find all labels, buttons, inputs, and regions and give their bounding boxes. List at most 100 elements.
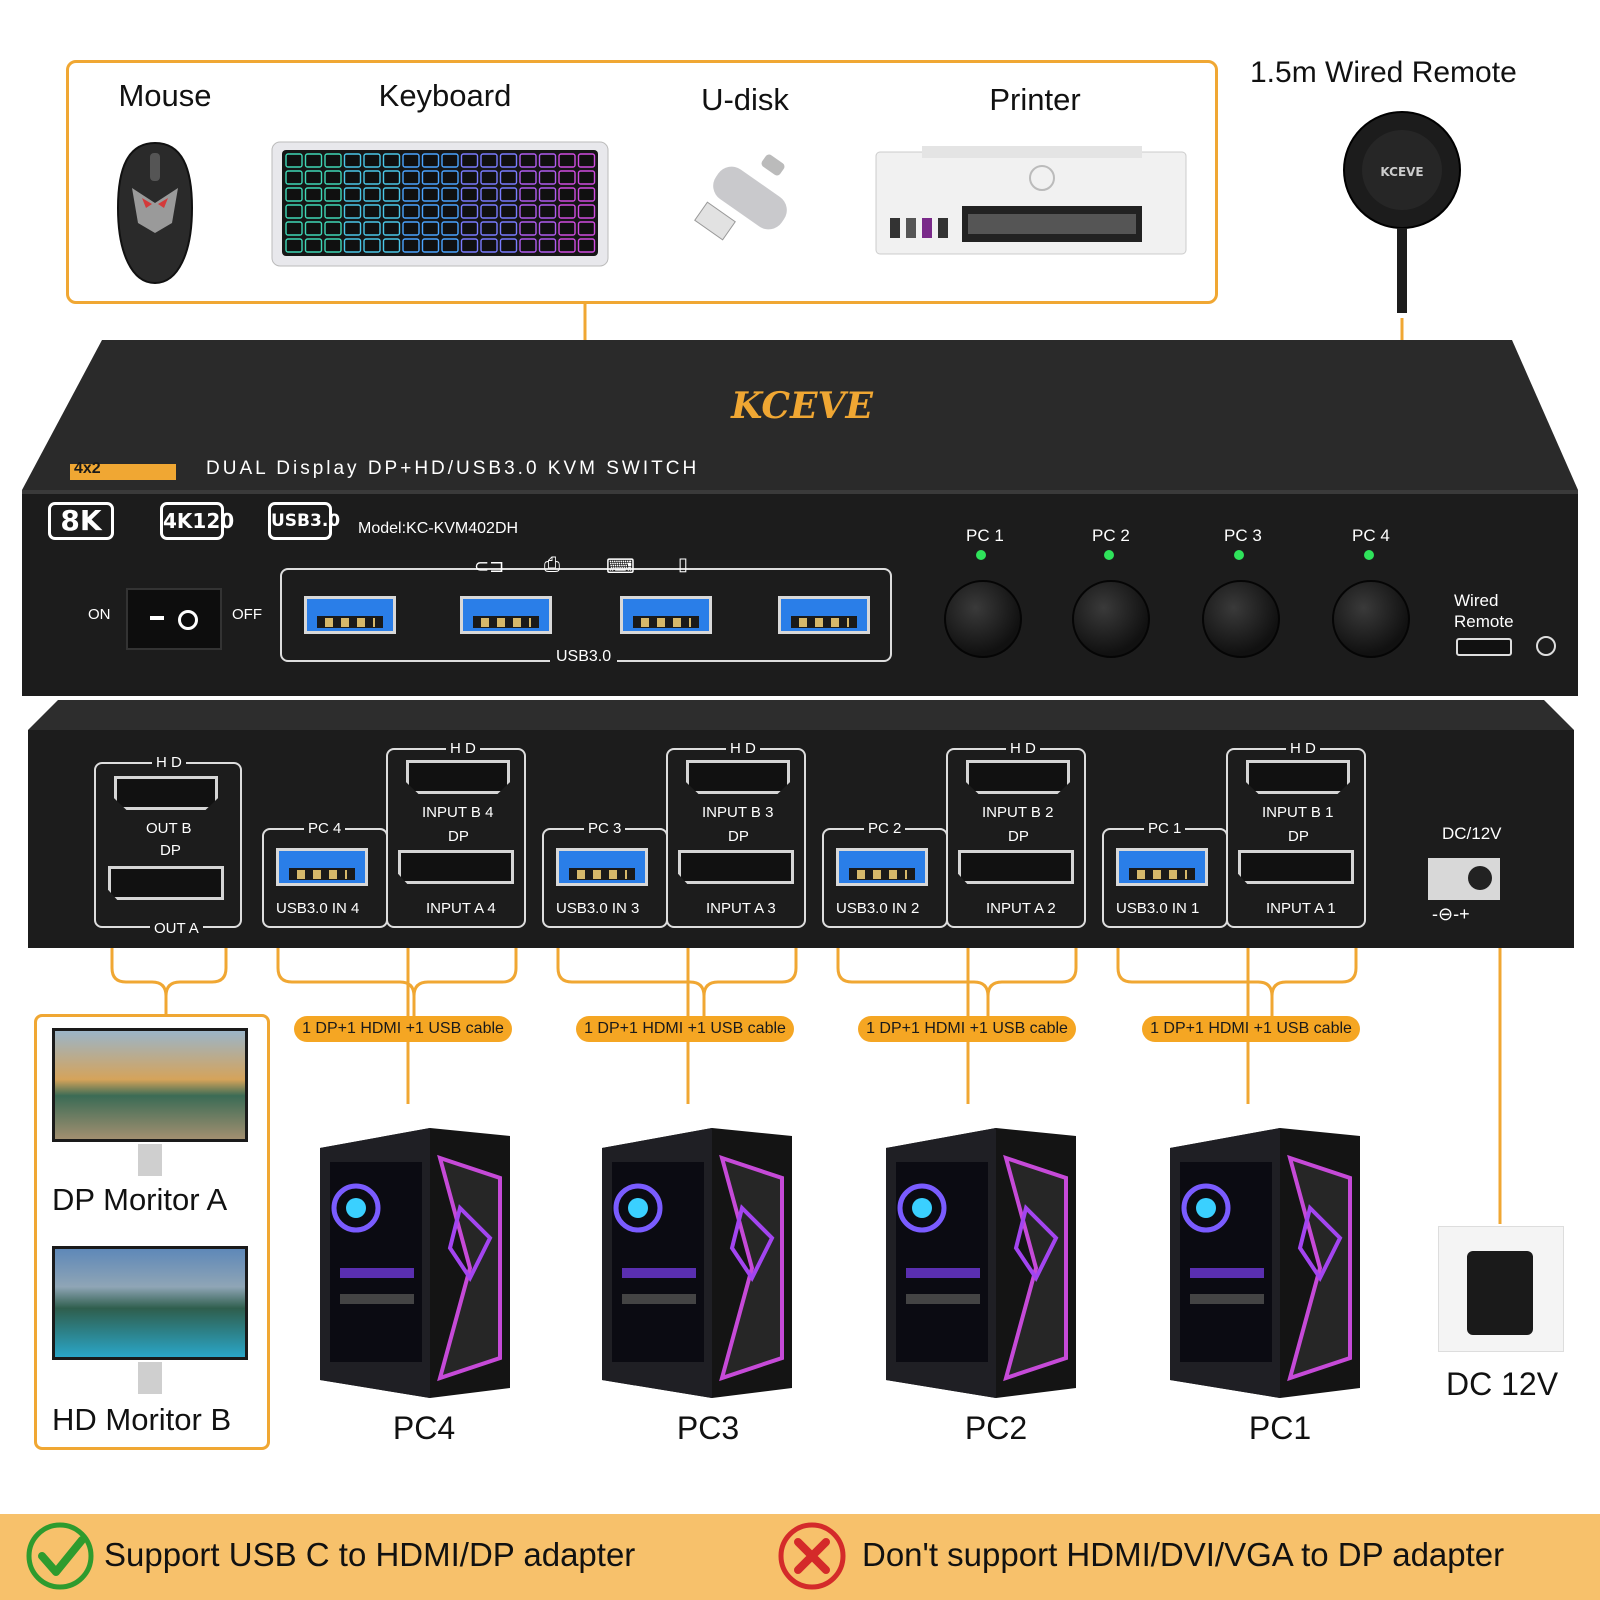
keyboard-key <box>285 170 303 185</box>
pc1-tower-image <box>1160 1118 1370 1398</box>
keyboard-key <box>480 238 498 253</box>
dc-jack[interactable] <box>1428 858 1500 900</box>
pc2-name: PC2 <box>964 1410 1028 1446</box>
front-usb-port-3[interactable] <box>620 596 712 634</box>
pc-cable-line <box>836 902 990 997</box>
remote-port[interactable] <box>1456 638 1512 656</box>
keyboard-key <box>499 238 518 253</box>
pc3-button[interactable] <box>1202 580 1280 658</box>
pc2-led <box>1104 550 1114 560</box>
pc1-button[interactable] <box>944 580 1022 658</box>
input-b-hdmi-port[interactable] <box>966 760 1070 794</box>
printer-label: Printer <box>989 82 1081 117</box>
keyboard-key <box>304 153 323 168</box>
input-a-dp-port[interactable] <box>958 850 1074 884</box>
usb-input-port[interactable] <box>276 848 368 886</box>
keyboard-key <box>382 204 401 219</box>
power-switch[interactable] <box>126 588 222 650</box>
keyboard-key <box>421 153 440 168</box>
keyboard-key <box>577 187 596 202</box>
keyboard-key <box>382 153 401 168</box>
power-label: DC 12V <box>1446 1366 1559 1402</box>
front-usb-port-1[interactable] <box>304 596 396 634</box>
pc2-tower-image <box>876 1118 1086 1398</box>
cable-tag-pc3: 1 DP+1 HDMI +1 USB cable <box>576 1016 794 1042</box>
group-hd-label: H D <box>1006 740 1040 757</box>
keyboard-key <box>480 221 498 236</box>
remote-port-icon <box>1536 636 1556 656</box>
input-b-hdmi-port[interactable] <box>406 760 510 794</box>
keyboard-key <box>558 238 576 253</box>
monitor-a-stand <box>138 1144 162 1176</box>
keyboard-key <box>402 221 420 236</box>
remote-image: KCEVE <box>1343 111 1461 313</box>
usb-input-port[interactable] <box>1116 848 1208 886</box>
pc4-button[interactable] <box>1332 580 1410 658</box>
usb-input-port[interactable] <box>556 848 648 886</box>
keyboard-key <box>577 170 596 185</box>
pc4-name: PC4 <box>392 1410 456 1446</box>
input-a-label: INPUT A 3 <box>704 900 778 917</box>
mouse-icon: ▯ <box>678 554 688 574</box>
keyboard-key <box>538 204 557 219</box>
keyboard-key <box>382 221 401 236</box>
group-hd-label: H D <box>446 740 480 757</box>
usb-input-label: USB3.0 IN 4 <box>274 900 362 917</box>
keyboard-key <box>480 187 498 202</box>
front-usb-port-2[interactable] <box>460 596 552 634</box>
pc2-button[interactable] <box>1072 580 1150 658</box>
keyboard-image <box>271 141 609 267</box>
peripherals-box <box>66 60 1218 304</box>
keyboard-key <box>441 238 459 253</box>
keyboard-key <box>519 170 537 185</box>
usb-input-label: USB3.0 IN 3 <box>554 900 642 917</box>
on-label: ON <box>88 606 111 623</box>
keyboard-key <box>343 153 362 168</box>
pc-cable-line <box>986 902 1078 997</box>
keyboard-key <box>421 221 440 236</box>
keyboard-key <box>538 187 557 202</box>
pc4-tower-image <box>310 1118 520 1398</box>
keyboard-key <box>538 170 557 185</box>
badge-4k120: 4K120 <box>160 502 234 540</box>
front-usb-port-4[interactable] <box>778 596 870 634</box>
keyboard-key <box>421 170 440 185</box>
usb-input-port[interactable] <box>836 848 928 886</box>
input-b-label: INPUT B 1 <box>1262 804 1334 821</box>
out-a-dp-port[interactable] <box>108 866 224 900</box>
keyboard-key <box>499 153 518 168</box>
monitors-box <box>34 1014 270 1450</box>
keyboard-key <box>441 153 459 168</box>
pc3-label: PC 3 <box>1224 526 1262 545</box>
input-a-dp-port[interactable] <box>678 850 794 884</box>
keyboard-key <box>324 221 342 236</box>
keyboard-key <box>558 170 576 185</box>
pc1-label: PC 1 <box>966 526 1004 545</box>
pc-cable-line <box>276 902 416 997</box>
printer-image <box>875 146 1187 255</box>
keyboard-key <box>441 204 459 219</box>
keyboard-key <box>480 153 498 168</box>
pc3-name: PC3 <box>676 1410 740 1446</box>
pc1-led <box>976 550 986 560</box>
group-pc-label: PC 1 <box>1144 820 1186 837</box>
group-hd-label: H D <box>726 740 760 757</box>
keyboard-key <box>519 187 537 202</box>
out-b-hdmi-port[interactable] <box>114 776 218 810</box>
keyboard-icon: ⌨ <box>606 556 635 578</box>
input-b-hdmi-port[interactable] <box>686 760 790 794</box>
dc-port-label: DC/12V <box>1442 824 1502 843</box>
wall-outlet <box>1438 1226 1564 1352</box>
keyboard-key <box>499 221 518 236</box>
input-a-dp-port[interactable] <box>398 850 514 884</box>
input-a-label: INPUT A 4 <box>424 900 498 917</box>
keyboard-key <box>285 238 303 253</box>
keyboard-key <box>460 153 479 168</box>
input-b-hdmi-port[interactable] <box>1246 760 1350 794</box>
kvm-front-panel: KCEVE 4x2 DUAL Display DP+HD/USB3.0 KVM … <box>22 340 1578 696</box>
keyboard-key <box>421 187 440 202</box>
keyboard-key <box>421 204 440 219</box>
input-a-dp-port[interactable] <box>1238 850 1354 884</box>
group-pc-label: PC 4 <box>304 820 346 837</box>
keyboard-key <box>441 221 459 236</box>
